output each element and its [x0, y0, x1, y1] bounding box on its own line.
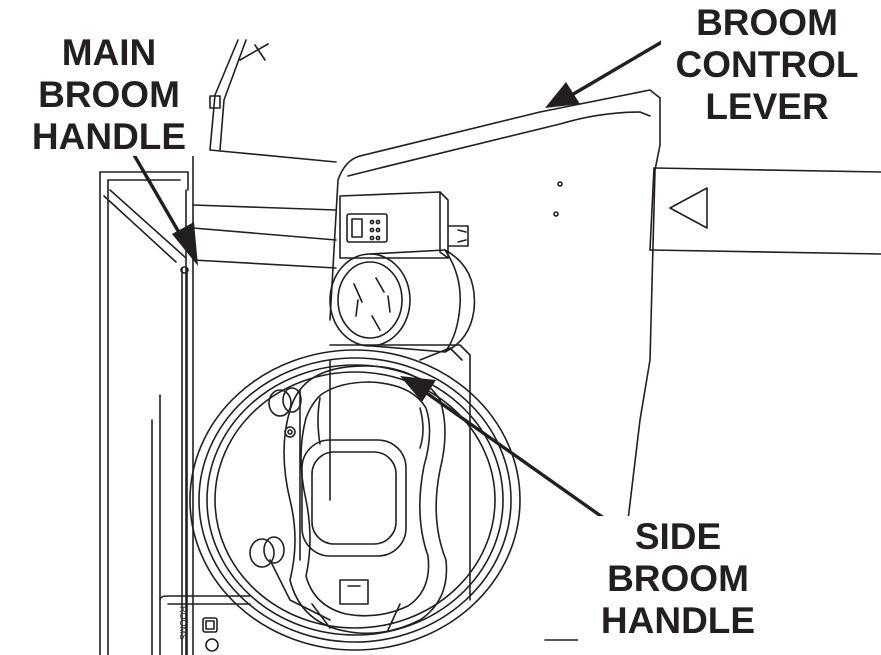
side-broom-label-line-1: SIDE	[634, 516, 722, 557]
triangle-arrow-icon	[649, 167, 881, 255]
control-panel	[159, 595, 251, 652]
broom-lever-label-line-2: CONTROL	[675, 44, 859, 85]
bolt	[284, 426, 296, 438]
side-broom-label-line-3: HANDLE	[600, 600, 756, 641]
side-broom-handle-label: SIDE BROOM HANDLE	[578, 516, 778, 654]
broom-control-lever-label: BROOM CONTROL LEVER	[661, 2, 873, 136]
broom-lever-label-line-1: BROOM	[696, 2, 838, 43]
knob-left-lower	[249, 536, 285, 568]
broom-lever-label-line-3: LEVER	[705, 86, 829, 127]
side-broom-label-line-2: BROOM	[607, 558, 749, 599]
left-frame	[99, 171, 189, 655]
main-broom-label-line-2: BROOM	[38, 74, 180, 115]
main-broom-label-line-3: HANDLE	[31, 116, 187, 157]
main-broom-handle-label: MAIN BROOM HANDLE	[10, 32, 208, 157]
main-broom-label-line-1: MAIN	[61, 32, 157, 73]
panel-label: ROOMS	[178, 606, 188, 640]
motor-icon	[329, 249, 476, 353]
knob-left-upper	[268, 387, 302, 417]
main-broom-handle-rod	[180, 266, 189, 655]
arrowheads	[172, 82, 580, 402]
switch-icon	[339, 191, 469, 259]
wheel-icon	[189, 349, 521, 651]
wheel-bracket	[269, 344, 471, 621]
side-broom-grip	[283, 365, 448, 635]
